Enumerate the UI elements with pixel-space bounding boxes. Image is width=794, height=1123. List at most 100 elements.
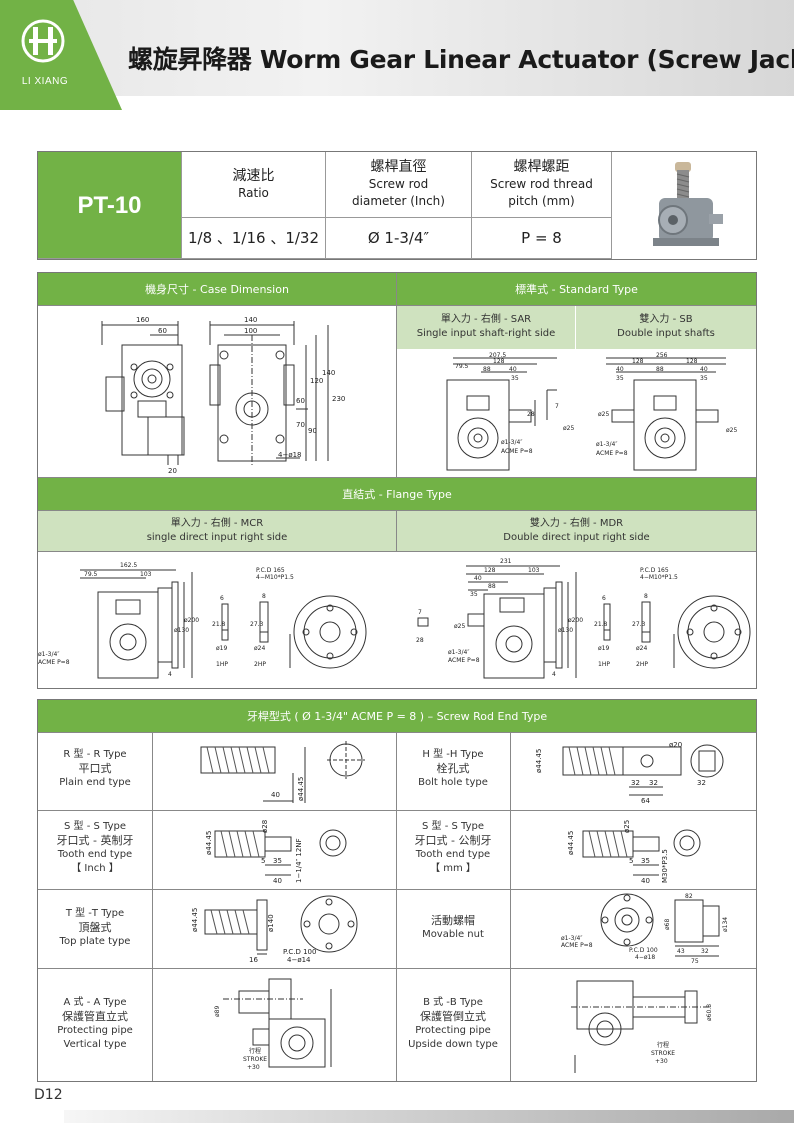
motor2-dim-19: ø19 (598, 645, 609, 652)
mdr-dim-4: 4 (552, 671, 556, 678)
flange-type-drawing: 162.5 79.5 103 ø130 ø200 4 ø1-3/4″ ACME … (38, 558, 751, 679)
sb-dim-88: 88 (656, 366, 664, 373)
ratio-label-zh: 減速比 (232, 167, 275, 184)
page-title: 螺旋昇降器 Worm Gear Linear Actuator (Screw J… (128, 45, 794, 74)
s-mm-d35: 35 (641, 857, 650, 865)
type-h-zh1: H 型 -H Type (422, 749, 484, 760)
sar-dim-25: ø25 (563, 425, 574, 432)
divider (38, 889, 756, 890)
sb-dim-128a: 128 (632, 358, 644, 365)
s-inch-dia: ø44.45 (205, 831, 213, 855)
nut-d134: ø134 (722, 917, 729, 932)
type-b-zh1: B 式 -B Type (423, 997, 483, 1008)
standard-type-header: 標準式 - Standard Type (397, 273, 756, 305)
mcr-label: 單入力 - 右側 - MCR (170, 518, 264, 529)
type-s-inch-zh2: 牙口式 - 英制牙 (56, 834, 134, 847)
dim-90: 90 (308, 427, 317, 435)
divider (152, 732, 153, 1081)
nut-d75: 75 (691, 958, 699, 965)
s-mm-d5: 5 (629, 857, 633, 865)
model-spec-table: PT-10 減速比 Ratio 螺桿直徑 Screw rod diameter … (37, 151, 757, 260)
motor-dim-218: 21.8 (212, 621, 226, 628)
dim-140v: 140 (322, 369, 335, 377)
b-stroke: STROKE (651, 1050, 675, 1057)
nut-d32: 32 (701, 948, 709, 955)
b-dim-dia: ø60.8 (706, 1004, 713, 1021)
sb-dim-40: 40 (616, 366, 624, 373)
dim-230: 230 (332, 395, 345, 403)
mdr-thread: ø1-3/4″ (448, 649, 470, 656)
diameter-value: Ø 1-3/4″ (326, 218, 472, 259)
case-dimension-header: 機身尺寸 - Case Dimension (38, 273, 396, 305)
rod-type-b-label: B 式 -B Type 保護管倒立式 Protecting pipe Upsid… (396, 996, 510, 1052)
diameter-label-zh: 螺桿直徑 (370, 159, 427, 175)
type-r-zh1: R 型 - R Type (63, 749, 127, 760)
pitch-label-en2: pitch (mm) (508, 194, 575, 208)
mdr-desc: Double direct input right side (503, 532, 650, 543)
divider (38, 305, 756, 306)
nut-acme: ACME P=8 (561, 942, 593, 949)
mcr-dim-1625: 162.5 (120, 562, 137, 569)
flange-type-header: 直結式 - Flange Type (38, 478, 756, 510)
sb-header: 雙入力 - SB Double input shafts (576, 305, 756, 349)
s-inch-type-drawing: ø44.45 ø28 5 35 40 1−1/4″ 12NF (205, 820, 347, 885)
s-inch-d40: 40 (273, 877, 282, 885)
a-stroke-zh: 行程 (249, 1047, 261, 1055)
motor2-dim-6: 6 (602, 595, 606, 602)
header-bar (0, 0, 794, 96)
motor2-dim-8: 8 (644, 593, 648, 600)
type-h-en: Bolt hole type (418, 777, 488, 788)
pitch-header: 螺桿螺距 Screw rod thread pitch (mm) (472, 152, 612, 218)
mdr-acme: ACME P=8 (448, 657, 480, 664)
dim-120: 120 (310, 377, 323, 385)
s-mm-type-drawing: ø44.45 ø25 5 35 40 M30*P3.5 (567, 820, 701, 885)
ratio-value: 1/8 、1/16 、1/32 (182, 218, 326, 259)
rod-type-s-mm-label: S 型 - S Type 牙口式 - 公制牙 Tooth end type 【 … (396, 820, 510, 876)
sb-thread: ø1-3/4″ (596, 441, 618, 448)
mcr-dim-200: ø200 (184, 617, 199, 624)
rod-type-s-inch-label: S 型 - S Type 牙口式 - 英制牙 Tooth end type 【 … (38, 820, 152, 876)
pitch-value: P = 8 (472, 218, 612, 259)
mcr-dim-4: 4 (168, 671, 172, 678)
sar-dim-40: 40 (509, 366, 517, 373)
t-pcd: P.C.D 100 (283, 948, 316, 956)
type-s-inch-en2: 【 Inch 】 (71, 863, 119, 874)
motor-dim-19: ø19 (216, 645, 227, 652)
type-b-en: Protecting pipe (415, 1025, 491, 1036)
motor2-bolts: 4−M10*P1.5 (640, 574, 678, 581)
divider (38, 477, 756, 478)
sb-dim-128b: 128 (686, 358, 698, 365)
mdr-dim-231: 231 (500, 558, 512, 565)
mdr-dim-130: ø130 (558, 627, 573, 634)
nut-holes: 4−ø18 (635, 954, 655, 961)
t-type-drawing: ø44.45 ø140 16 P.C.D 100 4−ø14 (191, 895, 358, 964)
mdr-dim-28: 28 (416, 637, 424, 644)
sar-dim-795: 79.5 (455, 363, 469, 370)
sar-dim-35: 35 (511, 375, 519, 382)
type-a-en: Protecting pipe (57, 1025, 133, 1036)
motor-2hp: 2HP (254, 661, 266, 668)
ratio-header: 減速比 Ratio (182, 152, 326, 218)
screw-jack-photo-icon (653, 162, 723, 246)
dim-holes: 4−ø18 (278, 451, 302, 459)
t-dim-16: 16 (249, 956, 258, 964)
type-h-zh2: 栓孔式 (436, 762, 470, 775)
mdr-label: 雙入力 - 右側 - MDR (529, 518, 624, 529)
a-stroke: STROKE (243, 1056, 267, 1063)
case-dimension-drawing: 160 60 140 100 120 140 230 60 70 90 20 4… (101, 316, 345, 475)
sar-acme: ACME P=8 (501, 448, 533, 455)
motor2-dim-218: 21.8 (594, 621, 608, 628)
sar-desc: Single input shaft-right side (416, 328, 556, 339)
rod-type-t-label: T 型 -T Type 頂盤式 Top plate type (38, 907, 152, 949)
type-s-mm-zh1: S 型 - S Type (422, 821, 484, 832)
mdr-dim-35: 35 (470, 591, 478, 598)
r-type-drawing: 40 ø44.45 (200, 741, 365, 803)
divider (38, 968, 756, 969)
mdr-dim-200: ø200 (568, 617, 583, 624)
type-a-en2: Vertical type (63, 1039, 127, 1050)
motor2-dim-24: ø24 (636, 645, 647, 652)
b-plus: +30 (655, 1058, 668, 1065)
type-a-zh2: 保護管直立式 (62, 1010, 128, 1023)
type-t-en: Top plate type (59, 936, 131, 947)
sar-dim-88: 88 (483, 366, 491, 373)
